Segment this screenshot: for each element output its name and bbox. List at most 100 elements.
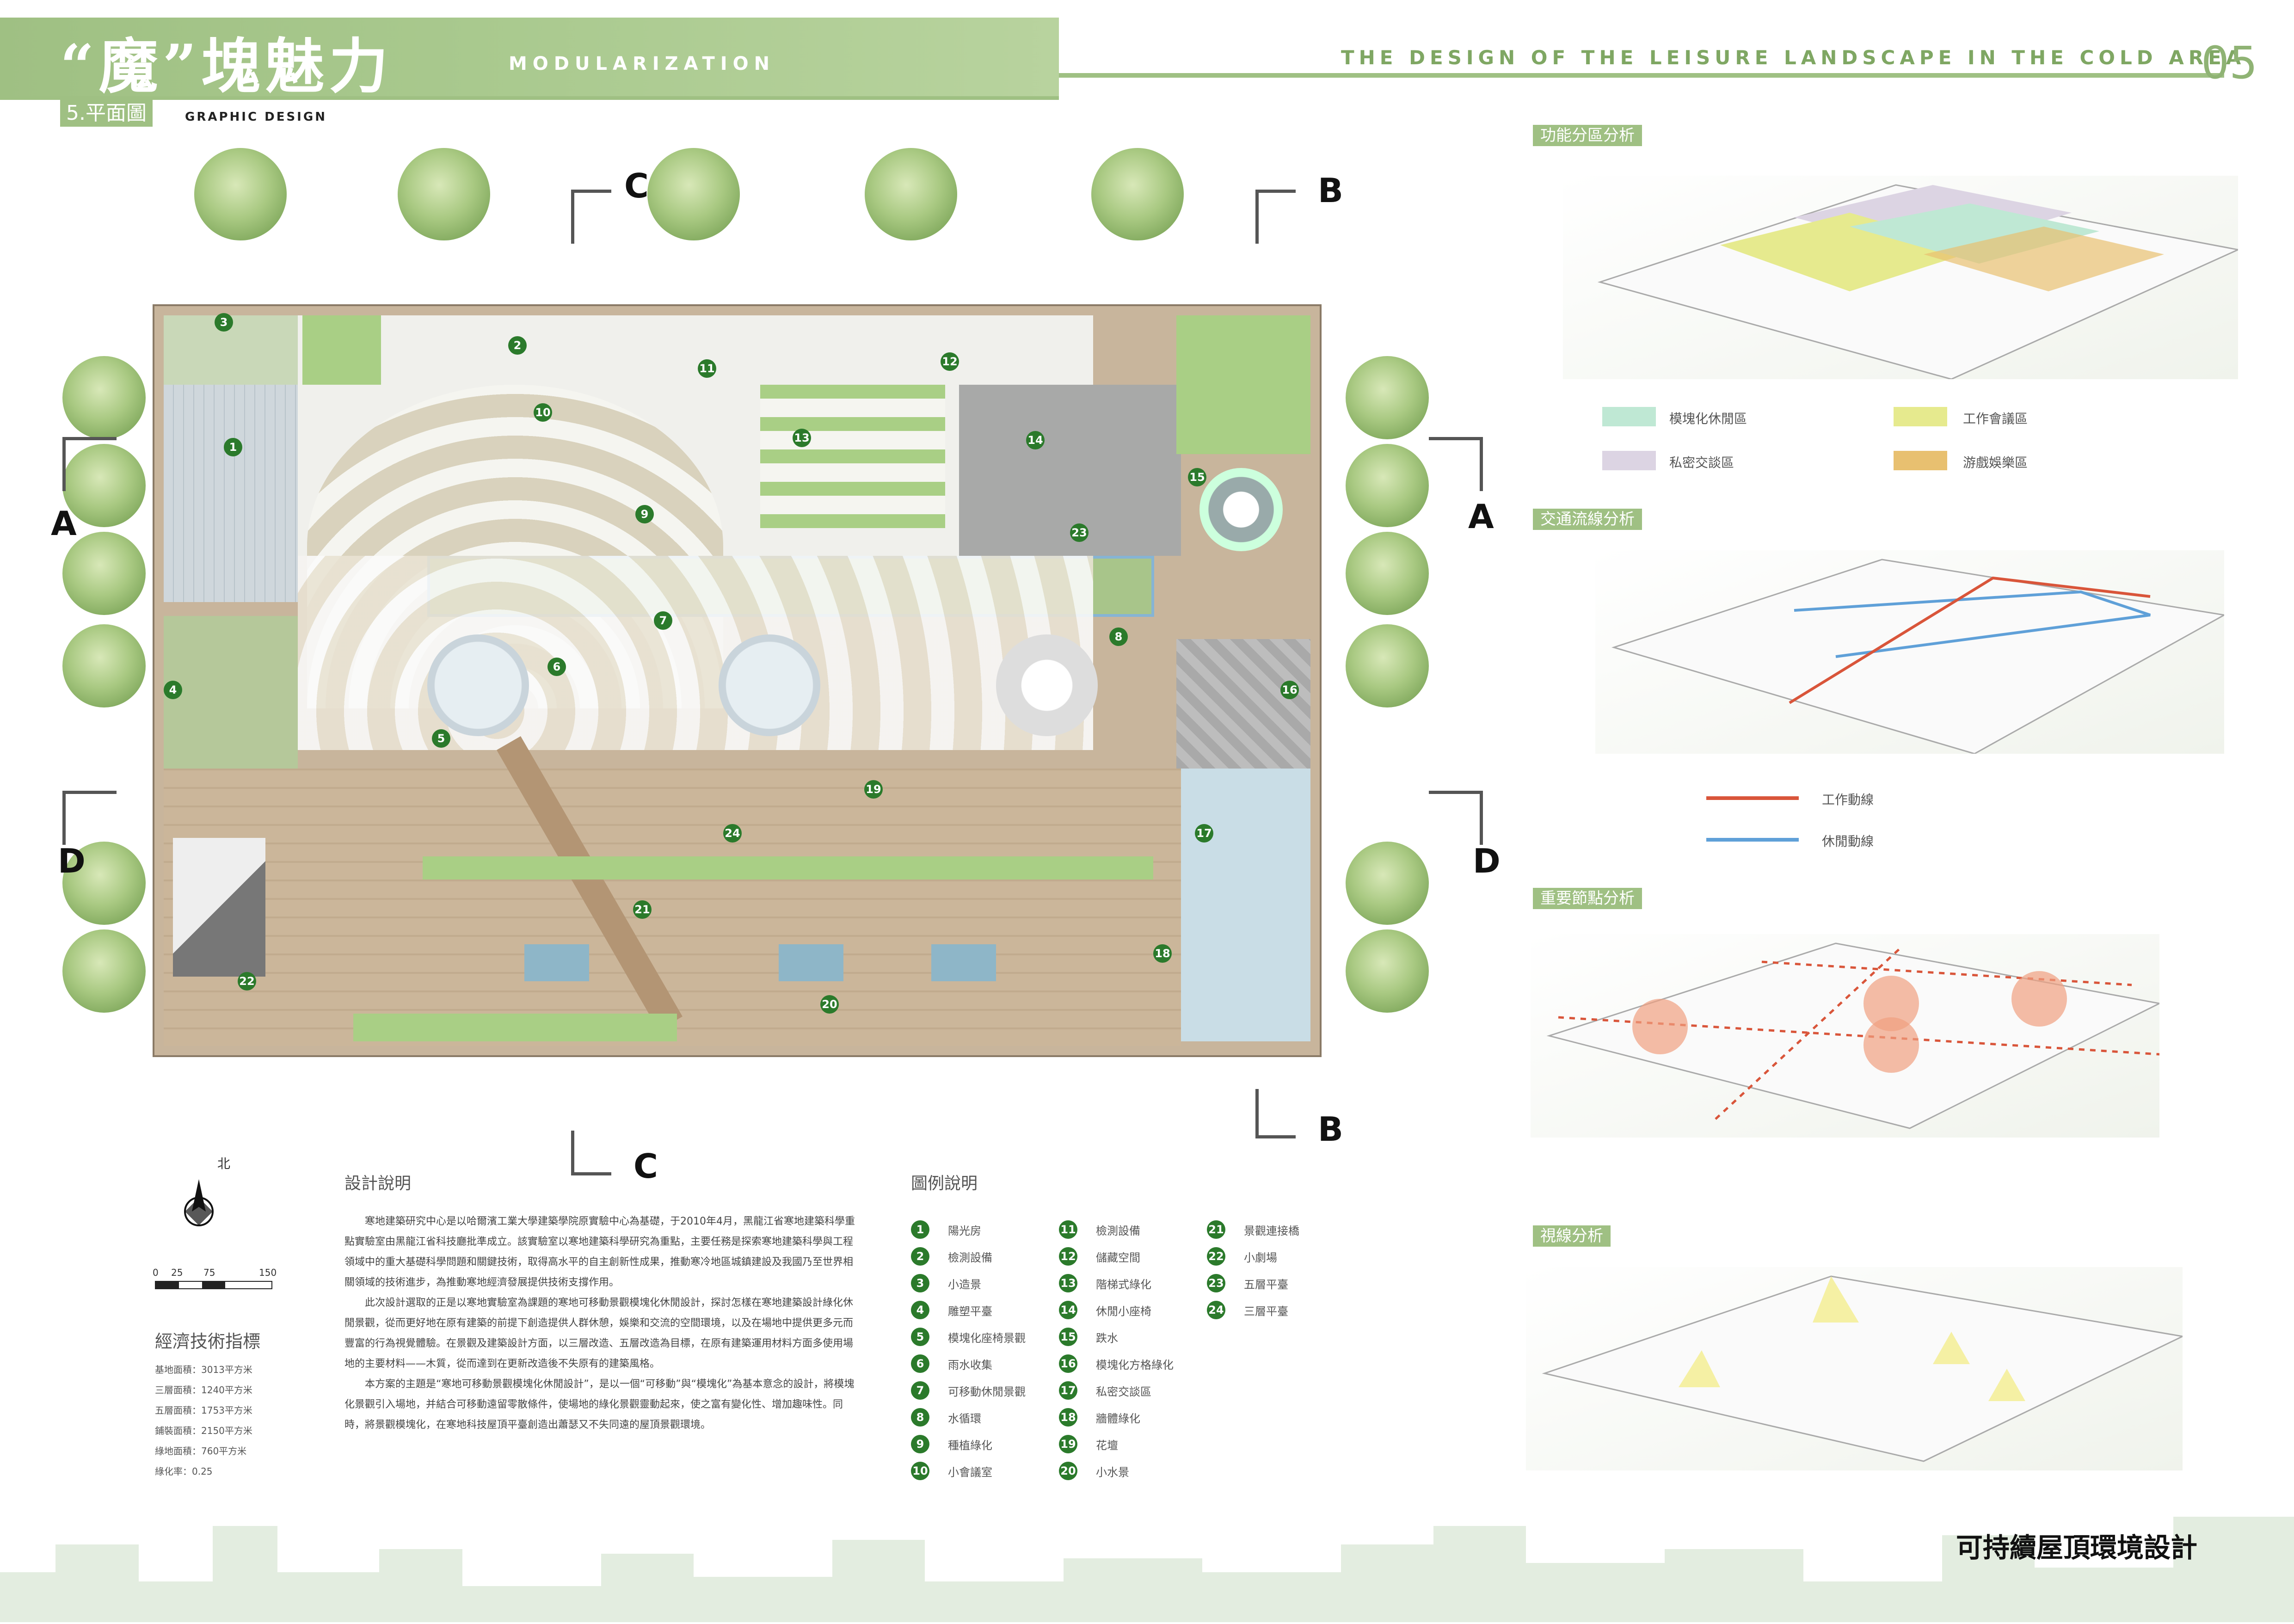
plan-marker: 21 — [633, 900, 652, 919]
plan-marker: 23 — [1070, 523, 1089, 542]
plan-marker: 22 — [238, 972, 256, 990]
tree-icon — [62, 624, 146, 707]
tree-icon — [1346, 532, 1429, 615]
legend-number: 4 — [911, 1301, 929, 1319]
rain-collector — [996, 634, 1098, 736]
legend-number: 2 — [911, 1247, 929, 1266]
green-strip — [423, 856, 1153, 880]
scale-tick: 25 — [171, 1267, 183, 1278]
header-rule-left — [0, 96, 1059, 100]
legend-item: 5 模塊化座椅景觀 — [911, 1323, 1050, 1350]
tree-icon — [398, 148, 490, 240]
legend-text: 牆體綠化 — [1096, 1412, 1140, 1425]
legend-number: 8 — [911, 1408, 929, 1427]
section-bracket — [1429, 437, 1483, 491]
section-mark-b: B — [1318, 1110, 1343, 1149]
legend-text: 檢測設備 — [1096, 1224, 1140, 1237]
legend-number: 7 — [911, 1381, 929, 1400]
tech-item: 綠地面積：760平方米 — [155, 1446, 247, 1457]
legend-number: 3 — [911, 1274, 929, 1292]
plan-marker: 5 — [432, 729, 450, 748]
legend-text: 私密交談區 — [1096, 1385, 1151, 1398]
section-label: 5.平面圖 — [60, 100, 153, 127]
plan-marker: 10 — [534, 403, 552, 422]
plan-marker: 17 — [1195, 824, 1213, 843]
legend-text: 檢測設備 — [948, 1251, 992, 1264]
legend-label: 工作動線 — [1822, 792, 1874, 807]
legend-text: 小劇場 — [1244, 1251, 1277, 1264]
tech-list: 基地面積：3013平方米 三層面積：1240平方米 五層面積：1753平方米 鋪… — [155, 1359, 294, 1482]
private-talk-area — [1181, 769, 1310, 1041]
legend-text: 水循環 — [948, 1412, 981, 1425]
water-pool — [524, 944, 589, 981]
legend-number: 22 — [1207, 1247, 1225, 1266]
legend-text: 階梯式綠化 — [1096, 1278, 1151, 1291]
section-english: Graphic design — [185, 110, 327, 124]
section-bracket — [1429, 791, 1483, 845]
plan-marker: 2 — [508, 336, 527, 355]
notes-paragraph: 寒地建築研究中心是以哈爾濱工業大學建築學院原實驗中心為基礎，于2010年4月，黑… — [344, 1216, 855, 1288]
tech-heading: 經濟技術指標 — [155, 1331, 261, 1352]
plan-marker: 15 — [1188, 468, 1206, 486]
english-title: The design of the leisure landscape in t… — [1341, 46, 2246, 69]
tree-icon — [1091, 148, 1184, 240]
tree-icon — [62, 929, 146, 1013]
tree-icon — [62, 532, 146, 615]
water-pool — [779, 944, 843, 981]
work-route-swatch — [1706, 796, 1799, 800]
tech-item: 基地面積：3013平方米 — [155, 1364, 252, 1375]
legend-number: 19 — [1059, 1435, 1077, 1453]
legend-item: 11 檢測設備 — [1059, 1216, 1198, 1243]
legend-number: 5 — [911, 1328, 929, 1346]
notes-paragraph: 本方案的主題是“寒地可移動景觀模塊化休閒設計”，是以一個“可移動”與“模塊化”為… — [344, 1378, 855, 1431]
legend-swatch — [1602, 407, 1656, 426]
legend-text: 模塊化座椅景觀 — [948, 1331, 1026, 1345]
legend-number: 1 — [911, 1220, 929, 1239]
tree-icon — [1346, 444, 1429, 527]
section-mark-b: B — [1318, 171, 1343, 210]
legend-label: 休閒動線 — [1822, 834, 1874, 849]
header-band — [0, 18, 1059, 96]
legend-text: 模塊化方格綠化 — [1096, 1358, 1174, 1372]
scale-tick: 0 — [153, 1267, 159, 1278]
tech-item: 綠化率：0.25 — [155, 1466, 213, 1477]
plan-marker: 4 — [164, 681, 182, 699]
tech-item: 三層面積：1240平方米 — [155, 1384, 252, 1396]
plan-marker: 1 — [224, 438, 242, 456]
tree-icon — [194, 148, 287, 240]
tech-item: 鋪裝面積：2150平方米 — [155, 1425, 252, 1436]
page-subtitle: MODULARIZATION — [509, 53, 775, 74]
water-pool — [931, 944, 996, 981]
legend-label: 游戲娛樂區 — [1963, 455, 2028, 470]
legend-number: 23 — [1207, 1274, 1225, 1292]
legend-item: 2 檢測設備 — [911, 1243, 1050, 1270]
rain-collector — [719, 634, 820, 736]
sculpture-platform — [164, 616, 298, 769]
legend-number: 11 — [1059, 1220, 1077, 1239]
legend-text: 跌水 — [1096, 1331, 1118, 1345]
plan-marker: 7 — [654, 611, 672, 630]
legend-number: 10 — [911, 1462, 929, 1480]
panel-traffic-label: 交通流線分析 — [1533, 509, 1642, 530]
legend-text: 種植綠化 — [948, 1439, 992, 1452]
section-bracket — [62, 791, 117, 845]
legend-label: 模塊化休閒區 — [1669, 411, 1747, 426]
tree-icon — [647, 148, 740, 240]
grid-green — [1176, 639, 1310, 769]
legend-text: 休閒小座椅 — [1096, 1304, 1151, 1318]
plan-marker: 14 — [1026, 431, 1045, 449]
water-feature-ring — [1199, 468, 1283, 551]
tree-icon — [1346, 356, 1429, 439]
section-mark-c: C — [633, 1147, 658, 1186]
